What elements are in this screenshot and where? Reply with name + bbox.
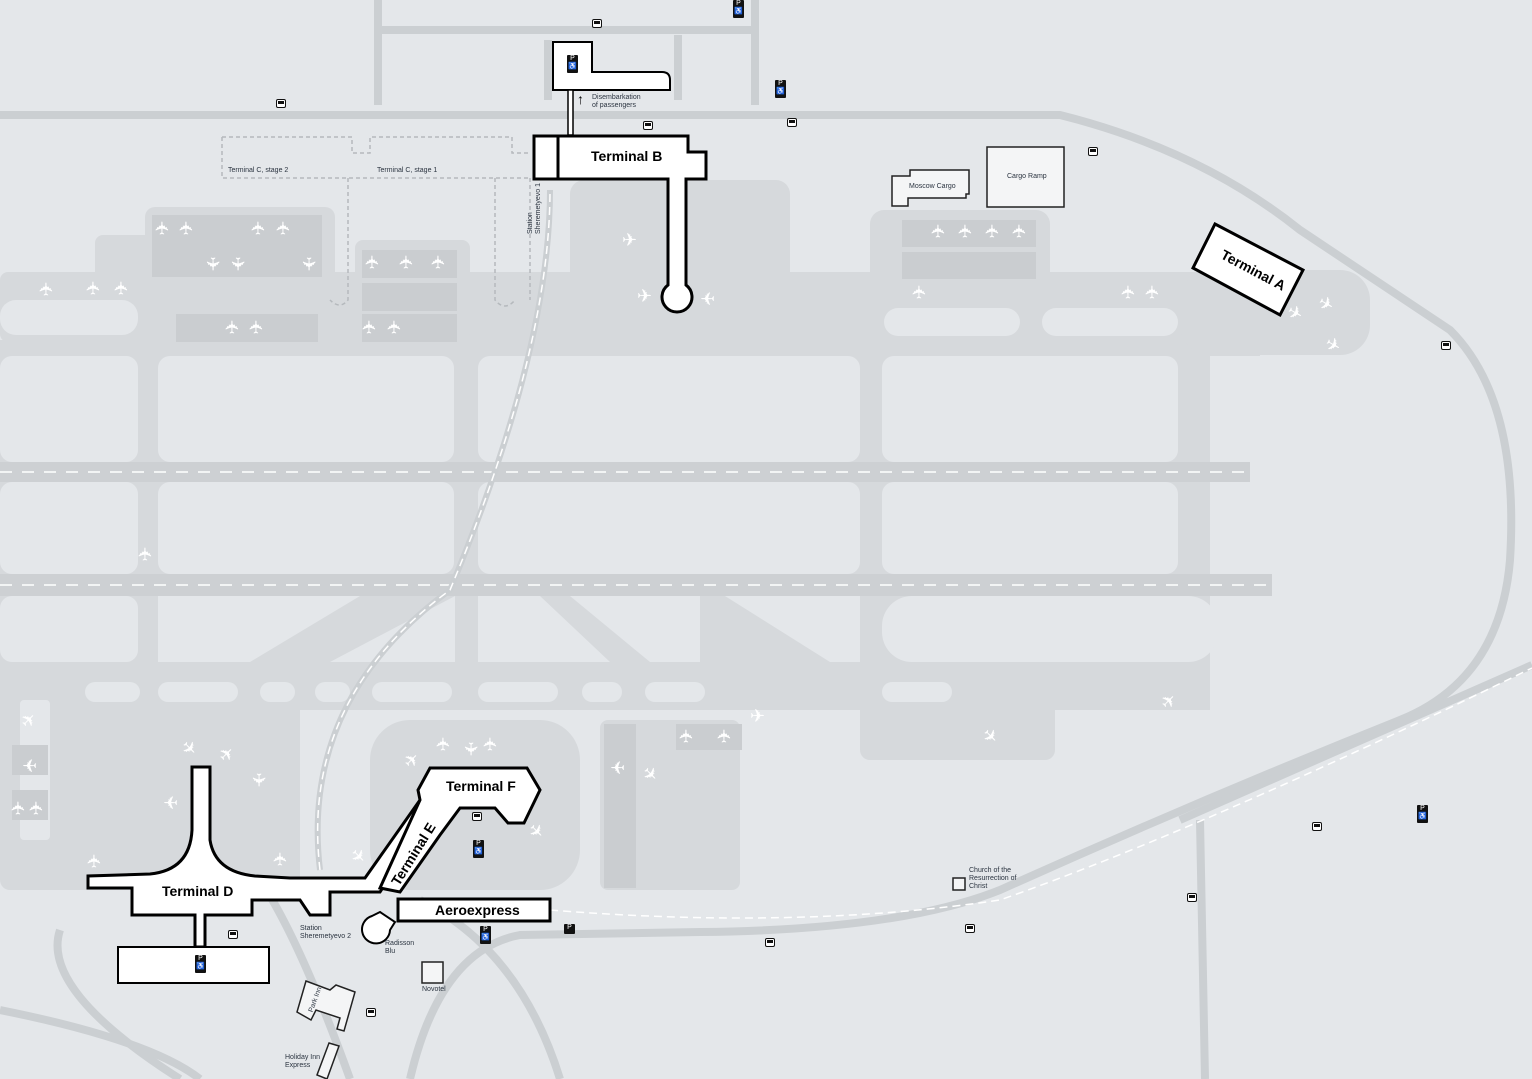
terminal-d-label[interactable]: Terminal D bbox=[162, 883, 234, 899]
airplane-icon: ✈ bbox=[297, 256, 319, 272]
cargo-buildings bbox=[891, 146, 1065, 208]
airplane-icon: ✈ bbox=[955, 223, 977, 239]
bus-icon[interactable] bbox=[765, 938, 775, 947]
airplane-icon: ✈ bbox=[273, 220, 295, 236]
airplane-icon: ✈ bbox=[610, 756, 626, 777]
accessible-parking-icon[interactable]: P ♿ bbox=[567, 55, 578, 73]
hotels bbox=[296, 877, 966, 1079]
airplane-icon: ✈ bbox=[428, 254, 450, 270]
terminal-f-label[interactable]: Terminal F bbox=[446, 778, 516, 794]
bus-icon[interactable] bbox=[965, 924, 975, 933]
airplane-icon: ✈ bbox=[226, 256, 248, 272]
terminal-def-buildings bbox=[86, 765, 552, 984]
terminal-b-label[interactable]: Terminal B bbox=[591, 148, 663, 164]
parking-icon[interactable]: P bbox=[564, 924, 575, 934]
bus-icon[interactable] bbox=[366, 1008, 376, 1017]
airplane-icon: ✈ bbox=[982, 223, 1004, 239]
airplane-icon: ✈ bbox=[1118, 284, 1140, 300]
bus-icon[interactable] bbox=[592, 19, 602, 28]
cargo-ramp-label: Cargo Ramp bbox=[1007, 173, 1047, 180]
airplane-icon: ✈ bbox=[22, 754, 38, 775]
airplane-icon: ✈ bbox=[714, 728, 736, 744]
airplane-icon: ✈ bbox=[246, 319, 268, 335]
terminal-c-stage1-label: Terminal C, stage 1 bbox=[377, 167, 438, 174]
airplane-icon: ✈ bbox=[83, 280, 105, 296]
terminal-a-building bbox=[1191, 221, 1306, 318]
airplane-icon: ✈ bbox=[909, 284, 931, 300]
bus-icon[interactable] bbox=[643, 121, 653, 130]
bus-icon[interactable] bbox=[787, 118, 797, 127]
stands bbox=[12, 215, 1036, 888]
airplane-icon: ✈ bbox=[26, 800, 48, 816]
airplane-icon: ✈ bbox=[201, 256, 223, 272]
novotel-label: Novotel bbox=[422, 986, 446, 993]
airplane-icon: ✈ bbox=[248, 220, 270, 236]
airplane-icon: ✈ bbox=[111, 280, 133, 296]
airplane-icon: ✈ bbox=[135, 546, 157, 562]
airplane-icon: ✈ bbox=[750, 706, 766, 727]
radisson-blu-label: Radisson Blu bbox=[385, 940, 415, 955]
accessible-parking-icon[interactable]: P ♿ bbox=[195, 955, 206, 973]
airplane-icon: ✈ bbox=[928, 223, 950, 239]
arrow-up-icon: ↑ bbox=[577, 91, 584, 107]
airplane-icon: ✈ bbox=[676, 728, 698, 744]
accessible-parking-icon[interactable]: P ♿ bbox=[473, 840, 484, 858]
railway bbox=[316, 189, 1532, 919]
bus-icon[interactable] bbox=[1441, 341, 1451, 350]
church-label: Church of the Resurrection of Christ bbox=[969, 867, 1017, 890]
airplane-icon: ✈ bbox=[247, 772, 269, 788]
airplane-icon: ✈ bbox=[433, 736, 455, 752]
disembarkation-label: Disembarkation of passengers bbox=[592, 94, 641, 109]
terminal-c-stage2-label: Terminal C, stage 2 bbox=[228, 167, 289, 174]
airplane-icon: ✈ bbox=[176, 220, 198, 236]
accessible-parking-icon[interactable]: P ♿ bbox=[1417, 805, 1428, 823]
airplane-icon: ✈ bbox=[384, 319, 406, 335]
airplane-icon: ✈ bbox=[1009, 223, 1031, 239]
airplane-icon: ✈ bbox=[459, 741, 481, 757]
airplane-icon: ✈ bbox=[222, 319, 244, 335]
accessible-parking-icon[interactable]: P ♿ bbox=[775, 80, 786, 98]
station-sheremetyevo-1-label: Station Sheremetyevo 1 bbox=[527, 183, 542, 234]
airplane-icon: ✈ bbox=[622, 230, 638, 251]
airplane-icon: ✈ bbox=[480, 736, 502, 752]
bus-icon[interactable] bbox=[1312, 822, 1322, 831]
station-sheremetyevo-2-label: Station Sheremetyevo 2 bbox=[300, 925, 351, 940]
bus-icon[interactable] bbox=[472, 812, 482, 821]
airplane-icon: ✈ bbox=[362, 254, 384, 270]
aeroexpress-label[interactable]: Aeroexpress bbox=[435, 902, 520, 918]
runways bbox=[0, 462, 1272, 596]
accessible-parking-icon[interactable]: P ♿ bbox=[733, 0, 744, 18]
airplane-icon: ✈ bbox=[270, 851, 292, 867]
airplane-icon: ✈ bbox=[396, 254, 418, 270]
bus-icon[interactable] bbox=[276, 99, 286, 108]
accessible-parking-icon[interactable]: P ♿ bbox=[480, 926, 491, 944]
airplane-icon: ✈ bbox=[700, 287, 716, 308]
terminal-b-building bbox=[532, 41, 708, 314]
airplane-icon: ✈ bbox=[36, 281, 58, 297]
moscow-cargo-label: Moscow Cargo bbox=[909, 183, 956, 190]
airplane-icon: ✈ bbox=[1142, 284, 1164, 300]
airplane-icon: ✈ bbox=[152, 220, 174, 236]
holiday-inn-label: Holiday Inn Express bbox=[285, 1054, 321, 1069]
airplane-icon: ✈ bbox=[84, 853, 106, 869]
airplane-icon: ✈ bbox=[163, 791, 179, 812]
bus-icon[interactable] bbox=[1088, 147, 1098, 156]
airplane-icon: ✈ bbox=[637, 286, 653, 307]
bus-icon[interactable] bbox=[228, 930, 238, 939]
terminal-c-outline bbox=[221, 136, 531, 307]
grass-areas bbox=[0, 300, 1532, 840]
airplane-icon: ✈ bbox=[359, 319, 381, 335]
bus-icon[interactable] bbox=[1187, 893, 1197, 902]
